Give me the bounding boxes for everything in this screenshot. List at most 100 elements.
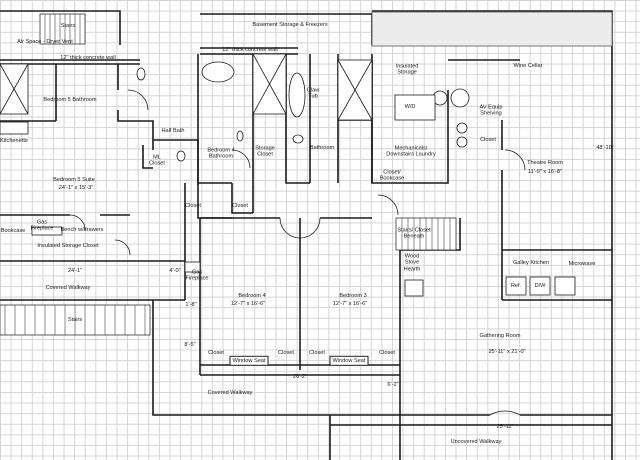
- toilet-4: [292, 134, 304, 144]
- label-theatre-room: Theatre Room: [527, 159, 563, 166]
- label-air-space: Air Space - Dryer Vent: [17, 38, 73, 45]
- label-closet-3: Closet: [309, 349, 325, 356]
- label-av-equip: AV Equip Shelving: [479, 104, 503, 117]
- label-dim-1-8: 1'-8": [185, 301, 197, 308]
- fireplace-mid: [184, 261, 201, 273]
- stair-treads-top: [44, 14, 81, 44]
- claw-tub: [288, 72, 306, 118]
- label-closet-theatre: Closet: [480, 136, 496, 143]
- stairs-top-rect: [39, 13, 86, 45]
- label-covered-walkway-left: Covered Walkway: [45, 284, 91, 291]
- label-bedroom5-suite: Bedroom 5 Suite: [53, 176, 95, 183]
- label-bedroom3-dim: 12'-7" x 16'-6": [332, 300, 368, 307]
- door-arc-2: [231, 149, 251, 169]
- label-microwave: Microwave: [568, 260, 596, 267]
- label-bedroom5-bathroom: Bedroom 5 Bathroom: [43, 96, 97, 103]
- label-closet-1: Closet: [208, 349, 224, 356]
- label-wood-stove: Wood Stove Hearth: [403, 253, 421, 273]
- shower-mid-x: [252, 53, 287, 115]
- wall-closet-bed5: [197, 183, 232, 219]
- label-bedroom4: Bedroom 4: [238, 292, 266, 299]
- wall-top-right: [372, 10, 613, 460]
- label-bedroom4-dim: 12'-7" x 16'-6": [230, 300, 266, 307]
- wall-uncovered: [329, 415, 612, 460]
- label-dim-8-5: 8'-5": [184, 341, 196, 348]
- label-bathroom: Bathroom: [309, 144, 335, 151]
- label-basement-storage: Basement Storage & Freezers: [252, 21, 328, 28]
- insulated-storage-shade: [371, 11, 613, 47]
- label-galley-kitchen: Galley Kitchen: [512, 259, 550, 266]
- wall-top-left: [0, 10, 121, 45]
- label-gas-fireplace-left: Gas Fireplace: [30, 219, 54, 232]
- door-arc-4: [299, 217, 321, 239]
- label-window-seat-2: Window Seat: [329, 355, 369, 367]
- label-bedroom3: Bedroom 3: [339, 292, 367, 299]
- label-dw: D/W: [534, 282, 546, 289]
- label-insulated-storage: Insulated Storage: [395, 63, 419, 76]
- label-covered-walkway-bottom: Covered Walkway: [207, 389, 253, 396]
- wall-kitchen: [501, 250, 612, 301]
- equip-circle-1: [456, 122, 468, 134]
- label-kitchenette: Kitchenette: [0, 137, 28, 144]
- fireplace-left: [31, 226, 63, 236]
- door-arc-9: [377, 194, 399, 216]
- wall-bed5-suite: [0, 183, 186, 300]
- label-ref: Ref.: [510, 282, 522, 289]
- shower-right-x: [337, 59, 373, 121]
- label-closet-4: Closet: [379, 349, 395, 356]
- label-closet-a: Closet: [185, 202, 201, 209]
- toilet-2: [176, 150, 186, 162]
- label-insulated-storage-closet: Insulated Storage Closet: [37, 242, 99, 249]
- wood-stove-box: [404, 279, 424, 297]
- stair-treads-right: [401, 218, 451, 250]
- wd-box: [394, 94, 436, 121]
- label-claw-tub: Claw Tub: [306, 87, 320, 100]
- label-bedroom5-dim: 24'-1" x 15'-3": [58, 184, 94, 191]
- wall-walkway-left: [0, 299, 400, 416]
- wall-top-mid: [200, 13, 373, 45]
- label-dim-6-2: 6'-2": [387, 381, 399, 388]
- label-stairs-top: Stairs: [60, 22, 76, 29]
- equip-circle-2: [456, 136, 468, 148]
- wall-bathroom5: [0, 64, 154, 150]
- label-dim-4-0: 4'-0": [169, 267, 181, 274]
- door-arc-1: [127, 89, 149, 111]
- toilet-3: [236, 130, 244, 142]
- label-bench: Bench w/drawers: [60, 226, 104, 233]
- label-mechanicals: Mechanicals/ Downstairs Laundry: [386, 145, 436, 158]
- dw-box: [529, 276, 551, 296]
- label-stairs-bottom: Stairs: [67, 316, 83, 323]
- label-uncovered-walkway: Uncovered Walkway: [450, 438, 502, 445]
- label-half-bath: Half Bath: [161, 127, 185, 134]
- label-window-seat-1: Window Seat: [229, 355, 269, 367]
- wall-theatre: [501, 120, 612, 251]
- label-dim-48: 48'-10": [596, 144, 614, 151]
- label-gas-fireplace-mid: Gas Fireplace: [185, 269, 209, 282]
- door-arc-3: [279, 217, 301, 239]
- ref-box: [505, 276, 527, 296]
- sink-round-2: [450, 88, 470, 108]
- toilet-1: [136, 67, 146, 81]
- label-dim-24-1: 24'-1": [67, 267, 83, 274]
- door-arc-6: [114, 239, 131, 256]
- wall-mechanicals: [371, 59, 520, 184]
- label-bookcase: Bookcase: [0, 227, 26, 234]
- label-gathering-dim: 25'-11" x 21'-0": [488, 348, 526, 355]
- sink-box: [554, 276, 576, 296]
- label-closet-2: Closet: [278, 349, 294, 356]
- door-arc-8: [504, 149, 526, 171]
- label-stairs-closet: Stairs/ Closet Beneath: [397, 227, 431, 240]
- label-dim-26-2: 26'-2": [292, 373, 308, 380]
- label-ml-closet: ML Closet: [149, 154, 165, 167]
- label-closet-b: Closet: [232, 202, 248, 209]
- label-wine-cellar: Wine Cellar: [513, 62, 543, 69]
- label-theatre-dim: 11'-9" x 16'-8": [528, 168, 562, 175]
- stair-treads-bottom: [4, 305, 146, 335]
- label-dim-25-11: 25'-11": [496, 423, 514, 430]
- label-storage-closet: Storage Closet: [255, 145, 275, 158]
- label-closet-bookcase: Closet/ Bookcase: [379, 169, 405, 182]
- label-concrete-wall-mid: 12" thick concrete wall: [222, 46, 278, 53]
- label-bedroom4-bathroom: Bedroom 4 Bathroom: [207, 147, 235, 160]
